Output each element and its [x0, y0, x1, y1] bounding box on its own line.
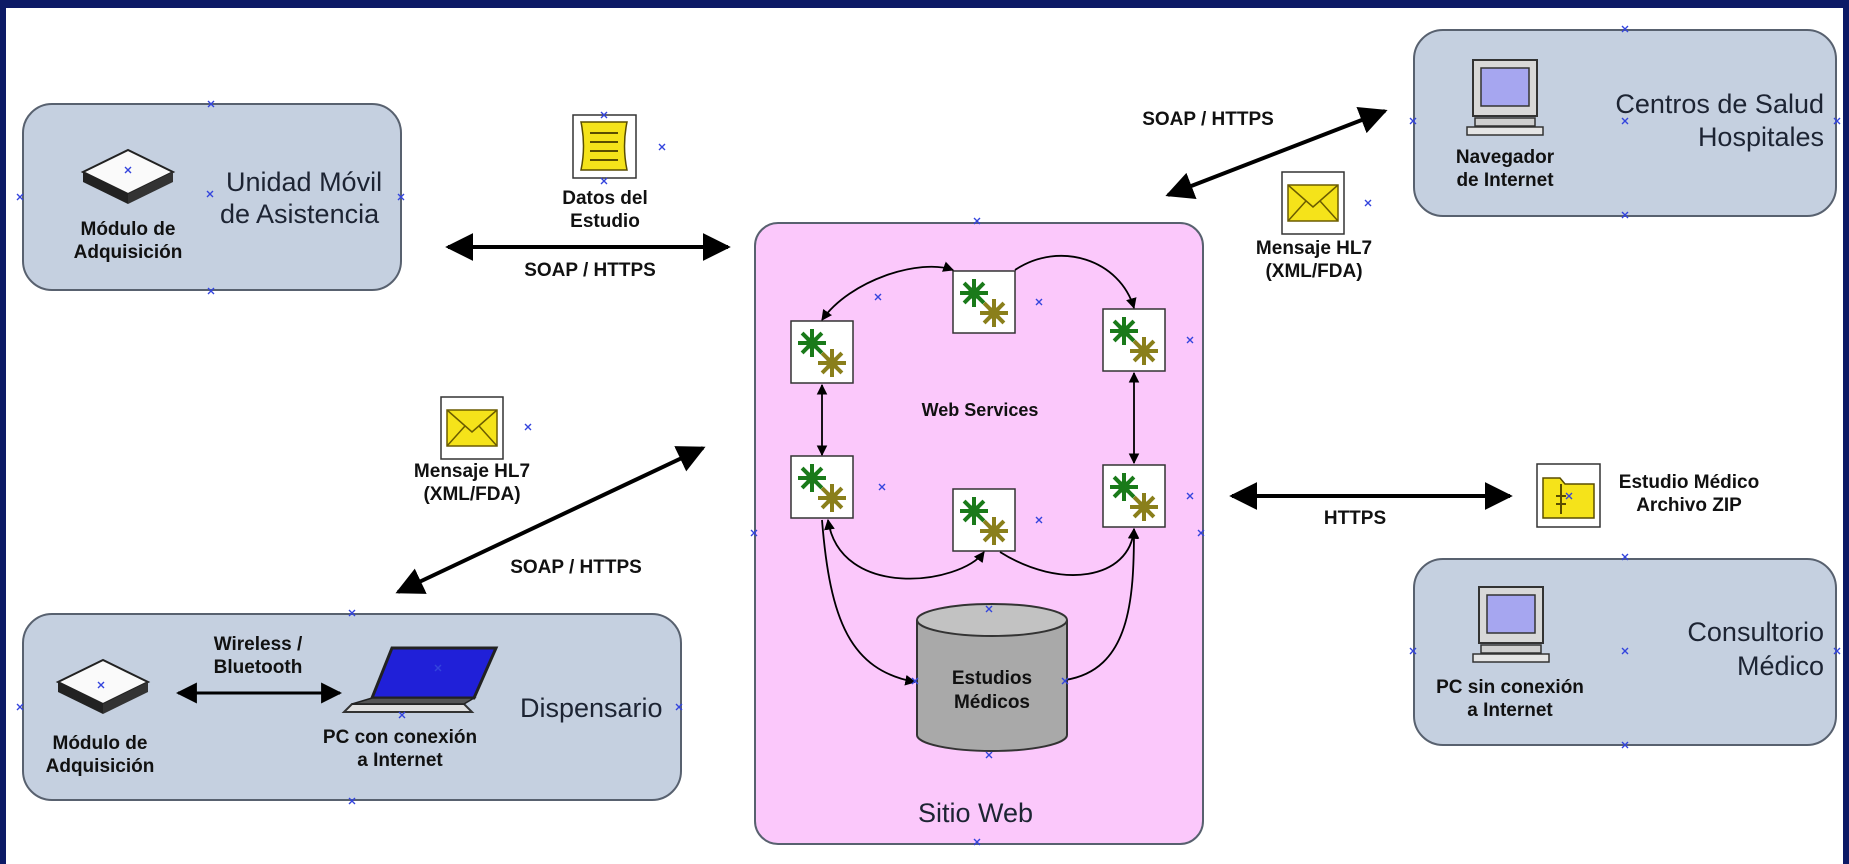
web-services-label: Web Services	[921, 400, 1039, 420]
offline-pc-icon	[1472, 586, 1550, 663]
unidad-movil-device-label-2: Adquisición	[73, 242, 183, 263]
web-service-gear-icon-4	[790, 455, 854, 519]
document-icon	[572, 114, 637, 179]
dispensario-device1-label-2: Adquisición	[45, 756, 155, 777]
unidad-movil-device-label-1: Módulo de	[80, 219, 176, 240]
mid-left-protocol-label: SOAP / HTTPS	[510, 557, 642, 578]
wireless-label-2: Bluetooth	[213, 657, 303, 678]
consultorio-device-label-2: a Internet	[1467, 700, 1553, 721]
browser-pc-icon	[1466, 59, 1544, 136]
dispensario-device2-label-2: a Internet	[357, 750, 443, 771]
web-service-gear-icon-1	[790, 320, 854, 384]
web-service-gear-icon-5	[952, 488, 1016, 552]
database-icon	[916, 603, 1068, 752]
consultorio-device-label-1: PC sin conexión	[1436, 677, 1584, 698]
laptop-icon	[341, 646, 499, 713]
dispensario-title: Dispensario	[520, 693, 663, 723]
mid-left-message-label-2: (XML/FDA)	[423, 484, 521, 505]
consultorio-title-1: Consultorio	[1687, 617, 1824, 647]
dispensario-device2-label-1: PC con conexión	[322, 727, 478, 748]
mid-left-message-label-1: Mensaje HL7	[413, 461, 531, 482]
left-frame-band	[0, 0, 6, 864]
consultorio-title-2: Médico	[1736, 651, 1824, 681]
top-frame-band	[0, 0, 1849, 8]
web-service-gear-icon-6	[1102, 464, 1166, 528]
acquisition-module-icon-1	[82, 149, 174, 205]
dispensario-device1-label-1: Módulo de	[52, 733, 148, 754]
datos-estudio-label-2: Estudio	[570, 211, 640, 232]
unidad-movil-title-2: de Asistencia	[220, 199, 380, 229]
hl7-message-envelope-icon-2	[1281, 171, 1345, 235]
top-right-message-label-1: Mensaje HL7	[1255, 238, 1373, 259]
right-frame-band	[1843, 0, 1849, 864]
centros-title-2: Hospitales	[1697, 122, 1824, 152]
top-left-protocol-label: SOAP / HTTPS	[524, 260, 656, 281]
wireless-label-1: Wireless /	[213, 634, 303, 655]
database-label-2: Médicos	[953, 692, 1031, 713]
unidad-movil-box	[22, 103, 402, 291]
centros-device-label-2: de Internet	[1456, 170, 1554, 191]
selection-handles	[16, 25, 1841, 846]
zip-label-1: Estudio Médico	[1618, 472, 1760, 493]
web-service-gear-icon-3	[1102, 308, 1166, 372]
centros-device-label-1: Navegador	[1455, 147, 1555, 168]
hl7-message-envelope-icon-1	[440, 396, 504, 460]
unidad-movil-title-1: Unidad Móvil	[226, 167, 383, 197]
database-label-1: Estudios	[951, 668, 1033, 689]
zip-label-2: Archivo ZIP	[1636, 495, 1742, 516]
top-right-protocol-label: SOAP / HTTPS	[1142, 109, 1274, 130]
sitio-web-title: Sitio Web	[918, 798, 1034, 828]
right-protocol-label: HTTPS	[1323, 508, 1387, 529]
web-service-gear-icon-2	[952, 270, 1016, 334]
top-right-message-label-2: (XML/FDA)	[1265, 261, 1363, 282]
centros-title-1: Centros de Salud	[1615, 89, 1824, 119]
datos-estudio-label-1: Datos del	[562, 188, 648, 209]
